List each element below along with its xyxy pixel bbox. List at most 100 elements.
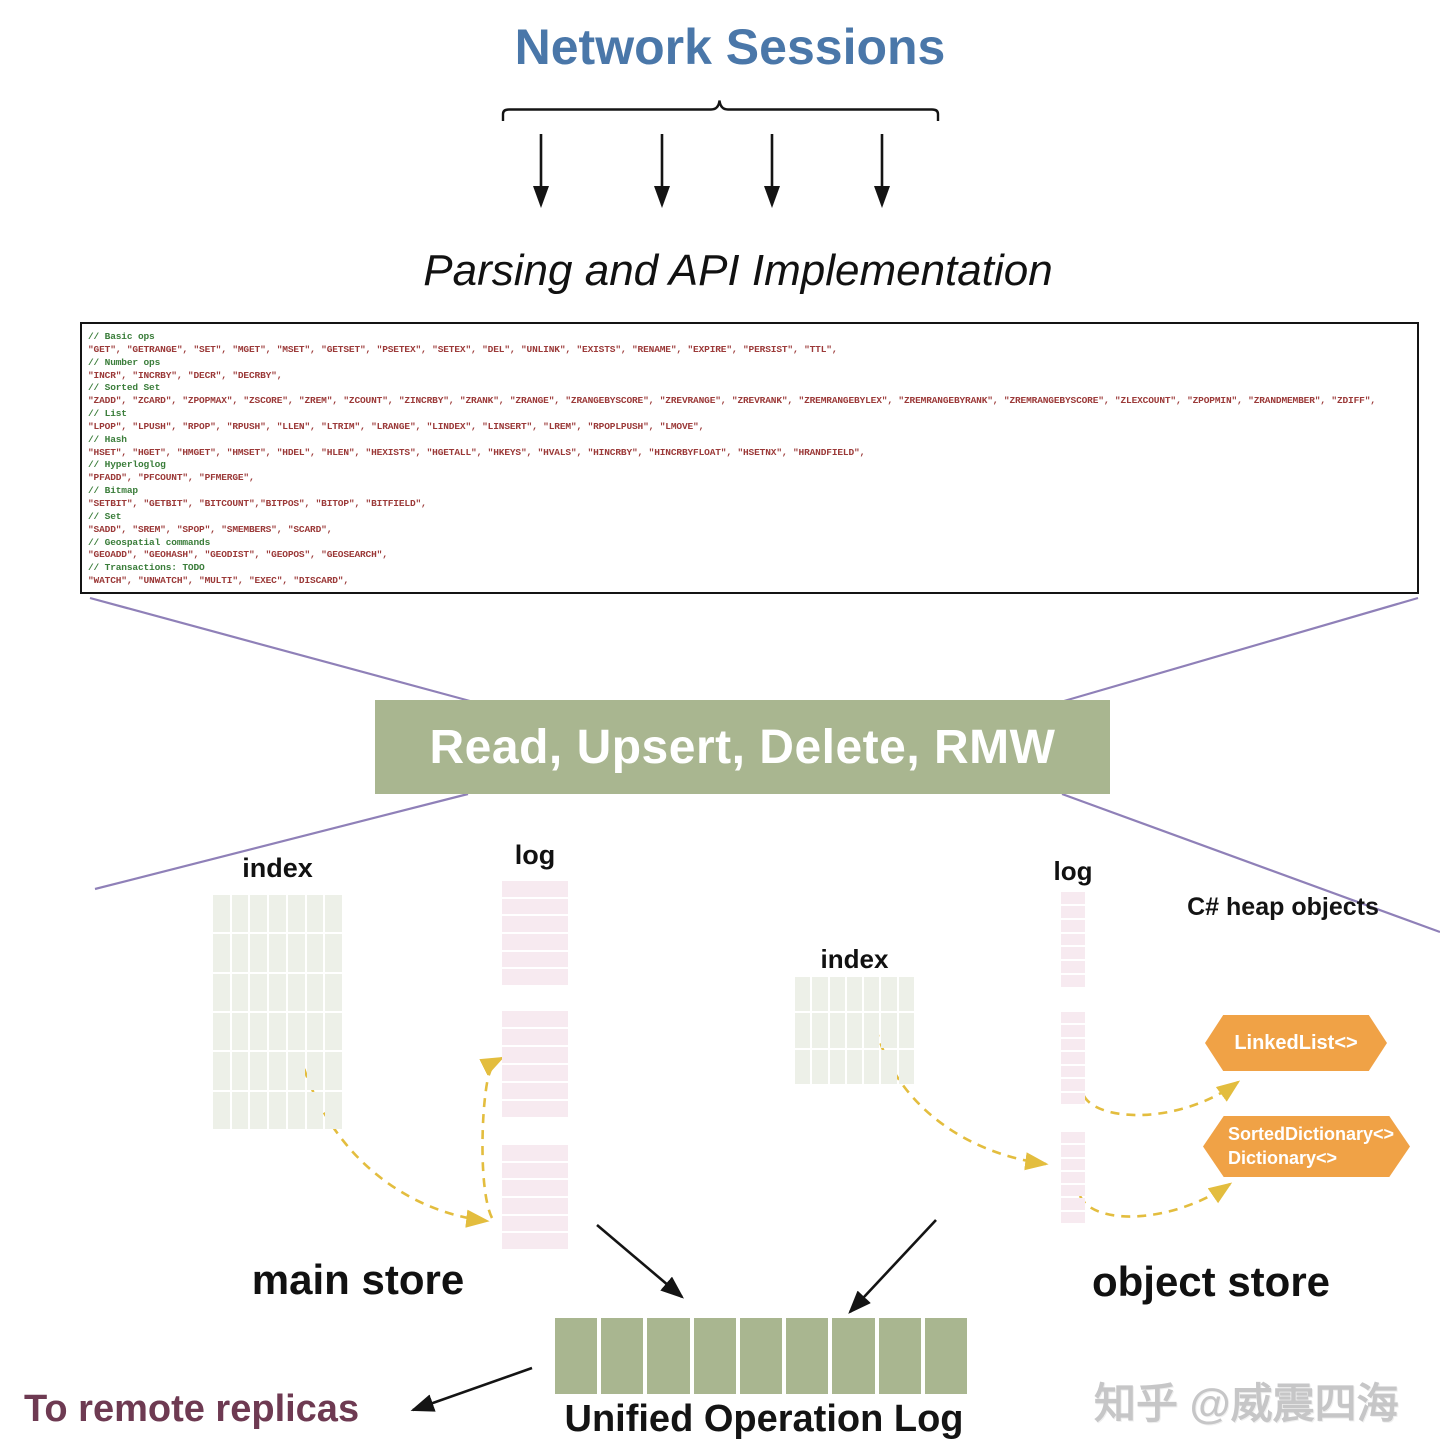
log-record-cell [502, 1101, 568, 1117]
linkedlist-label: LinkedList<> [1234, 1031, 1358, 1054]
index-cell [325, 1012, 342, 1051]
index-cell [325, 1091, 342, 1129]
index-cell [812, 1049, 828, 1084]
code-line: // Bitmap [88, 485, 138, 497]
index-cell [287, 1012, 305, 1051]
index-cell [213, 1091, 230, 1129]
index-cell [881, 1049, 897, 1084]
log-record-cell [1061, 1211, 1085, 1223]
log-record-cell [502, 881, 568, 897]
log-record-cell [1061, 947, 1085, 960]
index-cell [250, 1052, 268, 1090]
log-record-cell [502, 1029, 568, 1045]
index-cell [306, 1052, 324, 1090]
index-cell [812, 977, 828, 1012]
log-record-cell [1061, 905, 1085, 918]
index-cell [325, 973, 342, 1011]
log-record-cell [1061, 933, 1085, 946]
code-line: // Sorted Set [88, 382, 161, 394]
log-record-cell [1061, 1038, 1085, 1051]
log-segment [1061, 892, 1085, 987]
index-cell [864, 1049, 880, 1084]
index-cell [231, 1091, 249, 1129]
index-cell [231, 973, 249, 1011]
object-store-label: object store [1091, 1258, 1331, 1305]
index-cell [269, 1052, 286, 1090]
index-cell [846, 977, 863, 1012]
converge-line-right [1063, 596, 1419, 703]
main-index-grid [213, 895, 342, 1129]
object-index-label: index [820, 944, 889, 974]
code-line: // Transactions: TODO [88, 562, 205, 574]
log-record-cell [1061, 1171, 1085, 1184]
index-cell [213, 973, 230, 1011]
index-cell [213, 1052, 230, 1090]
pipeline-operations-box: Read, Upsert, Delete, RMW [375, 700, 1110, 794]
log-record-cell [502, 916, 568, 932]
index-cell [881, 1013, 897, 1048]
unified-oplog-bar [555, 1318, 967, 1394]
index-cell [287, 973, 305, 1011]
index-cell [269, 1091, 286, 1129]
log-record-cell [502, 898, 568, 915]
oplog-segment [693, 1318, 736, 1394]
index-cell [898, 1049, 914, 1084]
index-cell [306, 1091, 324, 1129]
oplog-segment [739, 1318, 783, 1394]
index-cell [287, 895, 305, 933]
sorted-dictionary-label: SortedDictionary<> [1228, 1124, 1395, 1145]
code-line: "SETBIT", "GETBIT", "BITCOUNT","BITPOS",… [88, 497, 427, 509]
log-record-cell [502, 951, 568, 968]
code-line: // Hash [88, 433, 127, 445]
log-record-cell [1061, 919, 1085, 932]
index-cell [881, 977, 897, 1012]
page-title: Network Sessions [514, 19, 946, 75]
linkedlist-hexagon: LinkedList<> [1205, 1015, 1387, 1071]
index-cell [795, 977, 811, 1012]
command-list-box: // Basic ops"GET", "GETRANGE", "SET", "M… [80, 322, 1419, 594]
index-cell [325, 934, 342, 972]
index-cell [898, 977, 914, 1012]
log-record-cell [1061, 975, 1085, 987]
parsing-api-subtitle: Parsing and API Implementation [423, 246, 1053, 295]
index-cell [829, 977, 845, 1012]
code-line: "SADD", "SREM", "SPOP", "SMEMBERS", "SCA… [88, 523, 333, 535]
log-record-cell [1061, 1132, 1085, 1144]
log-segment [502, 1145, 568, 1249]
index-cell [250, 1091, 268, 1129]
code-line: // Basic ops [88, 331, 155, 342]
log-to-linkedlist-arrow [1082, 1080, 1241, 1117]
index-cell [269, 973, 286, 1011]
log-to-dictionary-arrow [1078, 1182, 1233, 1218]
index-cell [269, 934, 286, 972]
object-log-column [1061, 892, 1085, 1223]
log-record-cell [1061, 1158, 1085, 1170]
log-record-cell [1061, 1185, 1085, 1197]
code-line: "INCR", "INCRBY", "DECR", "DECRBY", [88, 369, 283, 381]
object-store-to-oplog-arrow [848, 1219, 937, 1314]
index-cell [287, 1091, 305, 1129]
remote-replicas-label: To remote replicas [24, 1388, 360, 1430]
index-cell [306, 1012, 324, 1051]
index-cell [846, 1013, 863, 1048]
dictionary-hexagon: SortedDictionary<> Dictionary<> [1203, 1116, 1410, 1177]
index-cell [306, 934, 324, 972]
index-cell [250, 934, 268, 972]
index-cell [250, 973, 268, 1011]
index-cell [213, 934, 230, 972]
code-line: "WATCH", "UNWATCH", "MULTI", "EXEC", "DI… [88, 575, 349, 587]
index-cell [287, 1052, 305, 1090]
code-line: "HSET", "HGET", "HMGET", "HMSET", "HDEL"… [88, 446, 866, 458]
index-cell [269, 895, 286, 933]
log-record-cell [1061, 1065, 1085, 1078]
oplog-segment [647, 1318, 690, 1394]
log-record-cell [1061, 1079, 1085, 1091]
log-record-cell [502, 1047, 568, 1063]
converge-line-left [89, 596, 471, 703]
main-log-column [502, 881, 568, 1249]
index-cell [306, 895, 324, 933]
log-record-cell [1061, 892, 1085, 904]
log-record-cell [1061, 961, 1085, 974]
network-sessions-bracket [501, 100, 940, 121]
